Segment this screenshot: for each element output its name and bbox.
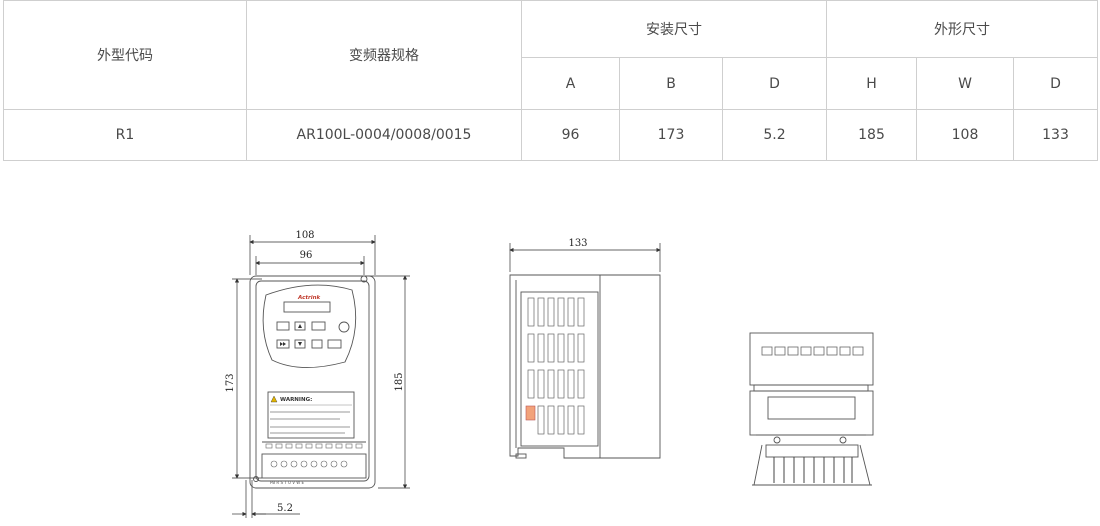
side-view: 133 (509, 238, 661, 459)
front-view: 108 96 173 185 5.2 Actrink (225, 230, 410, 518)
cell-w: 108 (916, 109, 1014, 161)
bottom-view (749, 332, 874, 486)
header-outline-size: 外形尺寸 (826, 0, 1098, 58)
dim-side-depth: 133 (568, 238, 587, 249)
dimension-drawing: 108 96 173 185 5.2 Actrink (225, 230, 874, 518)
dim-front-width-overall: 108 (295, 230, 314, 241)
subheader-w: W (916, 57, 1014, 110)
subheader-b: B (619, 57, 723, 110)
cell-d-install: 5.2 (722, 109, 827, 161)
subheader-h: H (826, 57, 917, 110)
header-spec: 变频器规格 (246, 0, 522, 110)
cell-d-outline: 133 (1013, 109, 1098, 161)
spec-table: 外型代码 变频器规格 安装尺寸 外形尺寸 A B D H W D R1 AR10… (3, 0, 1098, 161)
cell-h: 185 (826, 109, 917, 161)
dim-front-height-overall: 185 (394, 372, 405, 391)
dim-front-offset: 5.2 (277, 503, 293, 514)
header-model-code: 外型代码 (3, 0, 247, 110)
dim-front-width-mount: 96 (300, 250, 313, 261)
subheader-d-outline: D (1013, 57, 1098, 110)
side-label-sticker (525, 405, 536, 421)
warning-title: WARNING: (280, 397, 312, 403)
warning-icon (270, 395, 278, 403)
header-install-size: 安装尺寸 (521, 0, 827, 58)
cell-spec: AR100L-0004/0008/0015 (246, 109, 522, 161)
subheader-d-install: D (722, 57, 827, 110)
logo-text: Actrink (297, 295, 320, 301)
terminal-labels: PB R S T U V W E (270, 480, 304, 485)
cell-code: R1 (3, 109, 247, 161)
cell-b: 173 (619, 109, 723, 161)
cell-a: 96 (521, 109, 620, 161)
subheader-a: A (521, 57, 620, 110)
dim-front-height-mount: 173 (225, 373, 236, 392)
